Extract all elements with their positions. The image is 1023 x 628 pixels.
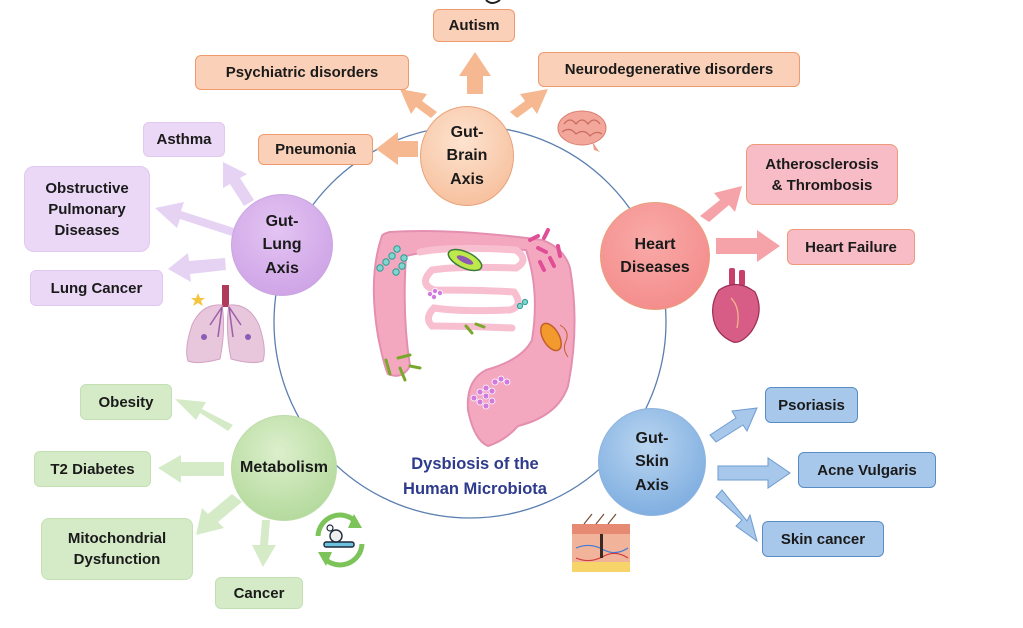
outcome-atherosclerosis-thrombosis: Atherosclerosis & Thrombosis [746,144,898,205]
outcome-obstructive-pulmonary-diseases: Obstructive Pulmonary Diseases [24,166,150,252]
skin-layers-icon [572,513,630,572]
outcome-mitochondrial-dysfunction: Mitochondrial Dysfunction [41,518,193,580]
arrow-to-acne [717,457,791,489]
arrow-to-asthma [223,162,254,206]
arrow-to-pneumonia [376,132,418,165]
gut-lung-arrows [155,162,254,282]
metabolism-cycle-icon [315,512,365,568]
hub-gut-lung-axis: Gut- Lung Axis [231,194,333,296]
arrow-to-heart-failure [716,230,780,262]
arrow-to-mitochondrial [196,494,242,535]
arrow-to-skin-cancer [715,489,758,543]
bacterium-orange [540,322,569,358]
hub-gut-skin-axis: Gut- Skin Axis [598,408,706,516]
arrow-to-psoriasis [709,407,758,443]
outcome-heart-failure: Heart Failure [787,229,915,265]
heart-arrows [700,186,780,262]
arrow-to-neurodegenerative [510,89,548,118]
outcome-acne-vulgaris: Acne Vulgaris [798,452,936,488]
outcome-obesity: Obesity [80,384,172,420]
arrow-to-obesity [175,399,233,431]
bacterium-green-oval [447,248,483,272]
outcome-psychiatric-disorders: Psychiatric disorders [195,55,409,90]
bacteria-rods-green [384,322,486,382]
arrow-to-autism [459,52,491,94]
outcome-psoriasis: Psoriasis [765,387,858,423]
arrow-to-lung-cancer [168,253,226,282]
outcome-t2-diabetes: T2 Diabetes [34,451,151,487]
hub-gut-brain-axis: Gut- Brain Axis [420,106,514,206]
center-title: Dysbiosis of the Human Microbiota [403,455,547,498]
heart-icon [712,268,760,343]
outcome-lung-cancer: Lung Cancer [30,270,163,306]
outcome-cancer: Cancer [215,577,303,609]
outcome-skin-cancer: Skin cancer [762,521,884,557]
bacteria-rods-pink [528,228,562,272]
metabolism-arrows [158,399,276,567]
arrow-to-obstructive [155,202,234,236]
arrow-to-psychiatric [400,89,437,118]
arrow-to-cancer [252,520,276,567]
lungs-icon [186,285,265,364]
gut-skin-arrows [709,407,791,543]
hub-metabolism: Metabolism [231,415,337,521]
intestine-illustration [372,228,576,448]
arrow-to-atherosclerosis [700,186,742,222]
outcome-autism: Autism [433,9,515,42]
outcome-neurodegenerative-disorders: Neurodegenerative disorders [538,52,800,87]
arrow-to-t2-diabetes [158,455,224,483]
gut-brain-arrows [376,52,548,165]
cropped-title-fragment [485,0,501,4]
outcome-asthma: Asthma [143,122,225,157]
bacteria-cluster-cyan [376,245,529,310]
outcome-pneumonia: Pneumonia [258,134,373,165]
bacteria-cluster-purple [426,287,511,410]
brain-icon [557,110,607,152]
hub-heart-diseases: Heart Diseases [600,202,710,310]
